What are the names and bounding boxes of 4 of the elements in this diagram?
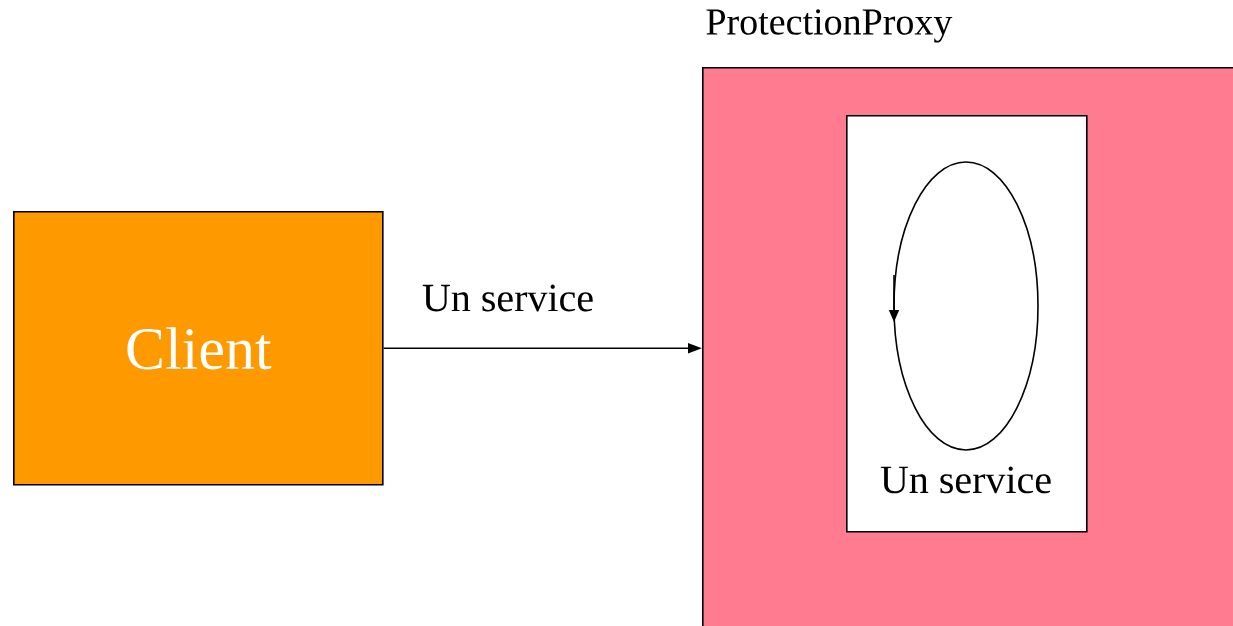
edge-label: Un service (422, 284, 593, 312)
process-box: Client (13, 211, 384, 486)
node-label: ProtectionProxy (706, 9, 953, 43)
service-box: Un service (846, 115, 1088, 533)
